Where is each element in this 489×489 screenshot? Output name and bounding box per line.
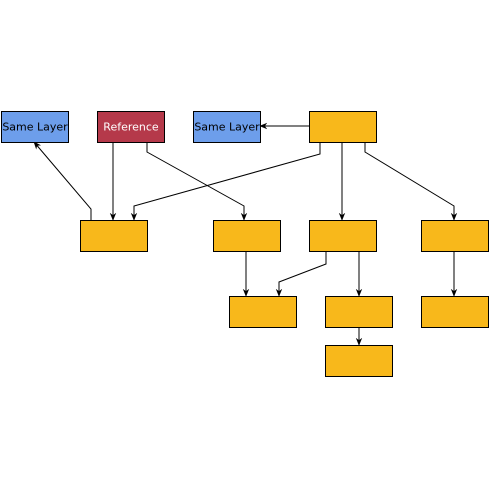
edge-mid-a-to-same-layer-left	[33, 141, 92, 220]
node-label-same-layer-right: Same Layer	[194, 121, 260, 134]
node-mid-a	[80, 220, 148, 252]
node-box-low-a	[229, 296, 297, 328]
node-box-low-c	[421, 296, 489, 328]
node-bottom	[325, 345, 393, 377]
node-box-mid-b	[213, 220, 281, 252]
node-box-same-layer-left	[1, 111, 69, 143]
node-box-same-layer-right	[193, 111, 261, 143]
node-label-reference: Reference	[103, 121, 159, 134]
node-box-low-b	[325, 296, 393, 328]
nodes-layer: Same Layer Reference Same Layer	[1, 111, 489, 377]
node-mid-d	[421, 220, 489, 252]
node-mid-c	[309, 220, 377, 252]
node-box-root	[309, 111, 377, 143]
node-label-same-layer-left: Same Layer	[2, 121, 68, 134]
node-same-layer-right: Same Layer	[193, 111, 261, 143]
node-box-reference	[97, 111, 165, 143]
node-mid-b	[213, 220, 281, 252]
node-same-layer-left: Same Layer	[1, 111, 69, 143]
node-box-bottom	[325, 345, 393, 377]
edges-layer	[33, 122, 458, 346]
edge-mid-c-to-low-a	[275, 251, 327, 297]
node-low-c	[421, 296, 489, 328]
edge-root-to-mid-d	[364, 142, 458, 221]
node-root	[309, 111, 377, 143]
node-box-mid-c	[309, 220, 377, 252]
node-low-b	[325, 296, 393, 328]
node-reference: Reference	[97, 111, 165, 143]
edge-root-to-mid-a	[130, 142, 321, 221]
node-box-mid-d	[421, 220, 489, 252]
node-low-a	[229, 296, 297, 328]
node-box-mid-a	[80, 220, 148, 252]
edge-reference-to-mid-b	[146, 142, 248, 221]
